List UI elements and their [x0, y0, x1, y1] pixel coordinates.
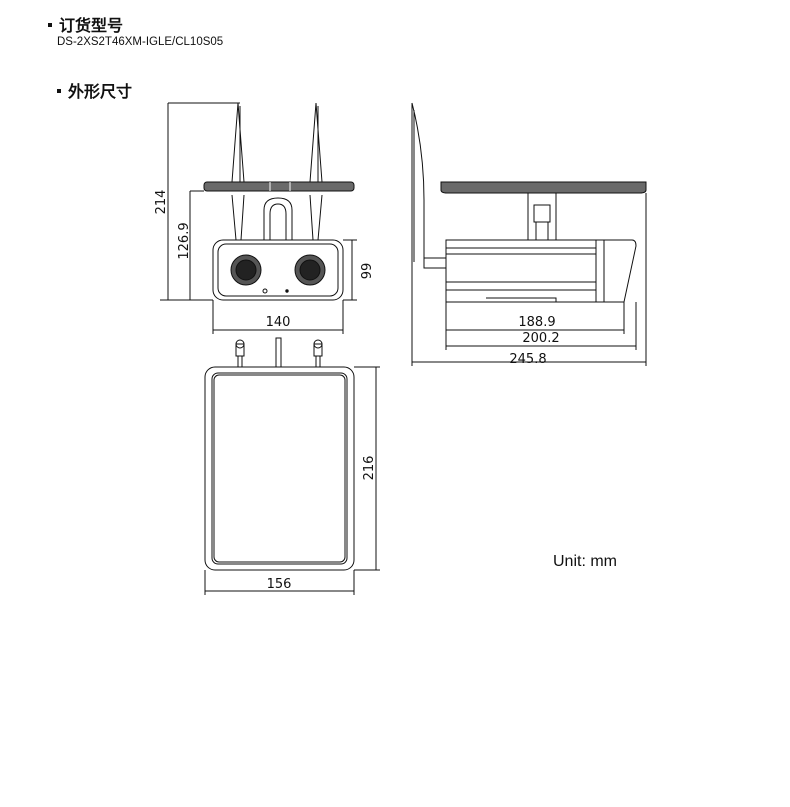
front-width-label: 140 [266, 315, 291, 330]
dimensions-heading: 外形尺寸 [57, 78, 132, 102]
front-total-height-label: 214 [154, 190, 169, 215]
side-length-3-label: 245.8 [509, 352, 546, 367]
order-model-title: 订货型号 [59, 16, 124, 35]
panel-width-label: 156 [267, 577, 292, 592]
order-model-heading: 订货型号 [48, 12, 123, 36]
dimensions-title: 外形尺寸 [68, 82, 133, 101]
front-view [160, 102, 357, 334]
front-mount-height-label: 126.9 [177, 222, 192, 259]
model-number: DS-2XS2T46XM-IGLE/CL10S05 [57, 36, 224, 48]
side-view [411, 102, 647, 366]
side-length-1-label: 188.9 [518, 315, 555, 330]
bullet-icon [57, 88, 61, 93]
panel-height-label: 216 [362, 456, 377, 481]
unit-label: Unit: mm [553, 553, 617, 570]
side-length-2-label: 200.2 [522, 331, 559, 346]
panel-view [204, 337, 380, 595]
front-body-height-label: 99 [360, 263, 375, 280]
bullet-icon [48, 22, 52, 27]
